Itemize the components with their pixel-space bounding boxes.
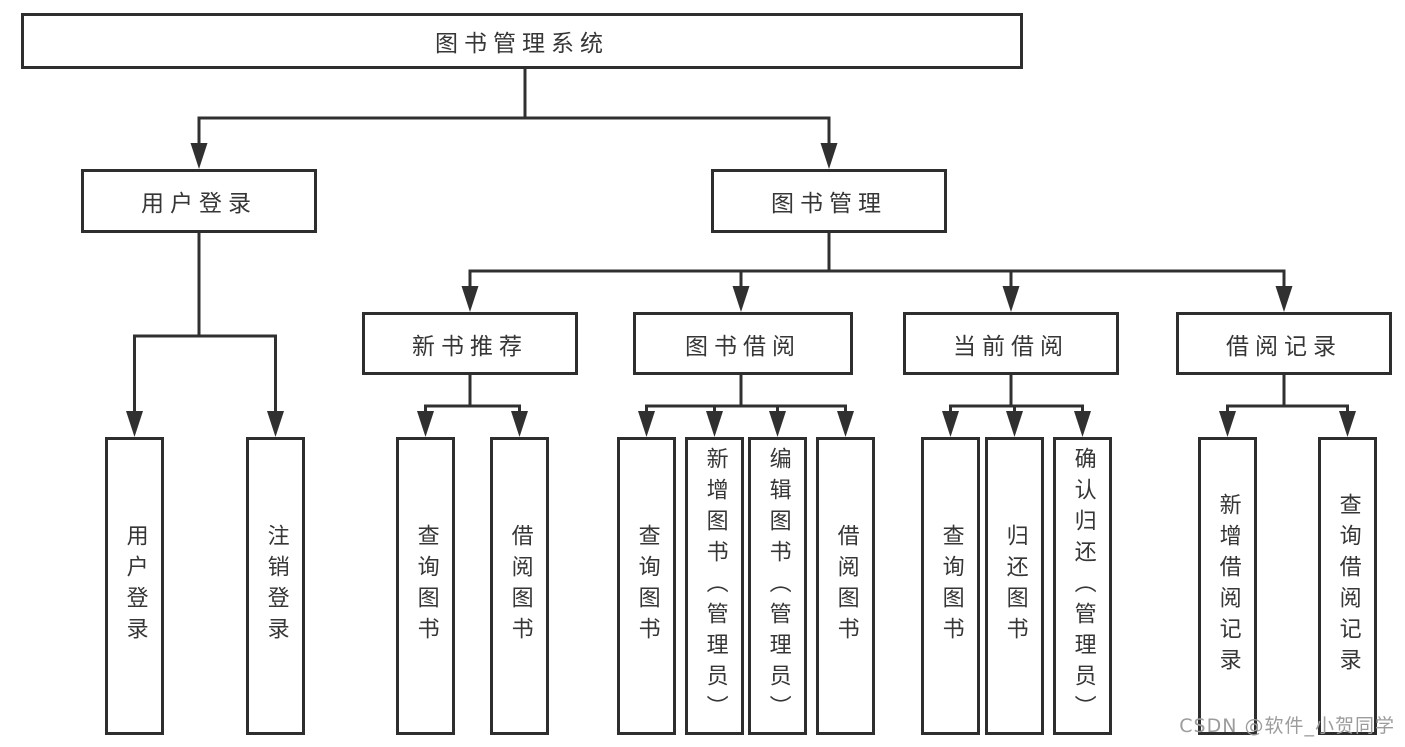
leaf-logout-login: 注销登录: [246, 437, 305, 735]
node-library-system: 图书管理系统: [21, 13, 1023, 69]
arrowhead-icon: [190, 143, 208, 169]
leaf-add-books-admin: 新增图书（管理员）: [685, 437, 744, 735]
arrowhead-icon: [126, 411, 143, 437]
node-new-book-recommend: 新书推荐: [362, 312, 578, 375]
leaf-query-borrow-record: 查询借阅记录: [1318, 437, 1377, 735]
arrowhead-icon: [820, 143, 838, 169]
connector-line: [197, 233, 277, 415]
leaf-return-books: 归还图书: [985, 437, 1044, 735]
connector-line: [1009, 375, 1016, 415]
connector-line: [424, 375, 472, 415]
connector-line: [739, 375, 847, 415]
connector-line: [827, 233, 1286, 290]
leaf-edit-books-admin: 编辑图书（管理员）: [748, 437, 807, 735]
connector-line: [1009, 375, 1084, 415]
connector-line: [1226, 375, 1286, 415]
arrowhead-icon: [1219, 411, 1236, 437]
connector-line: [1282, 375, 1349, 415]
arrowhead-icon: [461, 286, 479, 312]
arrowhead-icon: [1275, 286, 1293, 312]
arrowhead-icon: [732, 286, 750, 312]
connector-line: [133, 233, 201, 415]
arrowhead-icon: [267, 411, 284, 437]
connector-line: [645, 375, 743, 415]
arrowhead-icon: [769, 411, 786, 437]
arrowhead-icon: [1006, 411, 1023, 437]
connector-line: [739, 233, 831, 290]
connector-line: [713, 375, 743, 415]
leaf-query-books-borrow: 查询图书: [617, 437, 676, 735]
leaf-borrow-books: 借阅图书: [816, 437, 875, 735]
connector-line: [197, 69, 527, 147]
watermark-text: CSDN @软件_小贺同学: [1179, 715, 1395, 737]
connector-line: [468, 375, 521, 415]
connector-line: [468, 233, 831, 290]
arrowhead-icon: [1074, 411, 1091, 437]
connector-line: [827, 233, 1013, 290]
arrowhead-icon: [417, 411, 434, 437]
connector-line: [949, 375, 1013, 415]
leaf-user-login: 用户登录: [105, 437, 164, 735]
leaf-query-books-current: 查询图书: [921, 437, 980, 735]
node-book-management: 图书管理: [711, 169, 947, 233]
connector-line: [523, 69, 831, 147]
connector-line: [739, 375, 779, 415]
node-user-login: 用户登录: [81, 169, 317, 233]
node-current-borrow: 当前借阅: [903, 312, 1119, 375]
arrowhead-icon: [837, 411, 854, 437]
arrowhead-icon: [942, 411, 959, 437]
arrowhead-icon: [1002, 286, 1020, 312]
arrowhead-icon: [511, 411, 528, 437]
node-book-borrow: 图书借阅: [633, 312, 853, 375]
leaf-borrow-books-recommend: 借阅图书: [490, 437, 549, 735]
leaf-query-books-recommend: 查询图书: [396, 437, 455, 735]
node-borrow-records: 借阅记录: [1176, 312, 1392, 375]
leaf-add-borrow-record: 新增借阅记录: [1198, 437, 1257, 735]
arrowhead-icon: [1339, 411, 1356, 437]
leaf-confirm-return-admin: 确认归还（管理员）: [1053, 437, 1112, 735]
arrowhead-icon: [706, 411, 723, 437]
arrowhead-icon: [638, 411, 655, 437]
